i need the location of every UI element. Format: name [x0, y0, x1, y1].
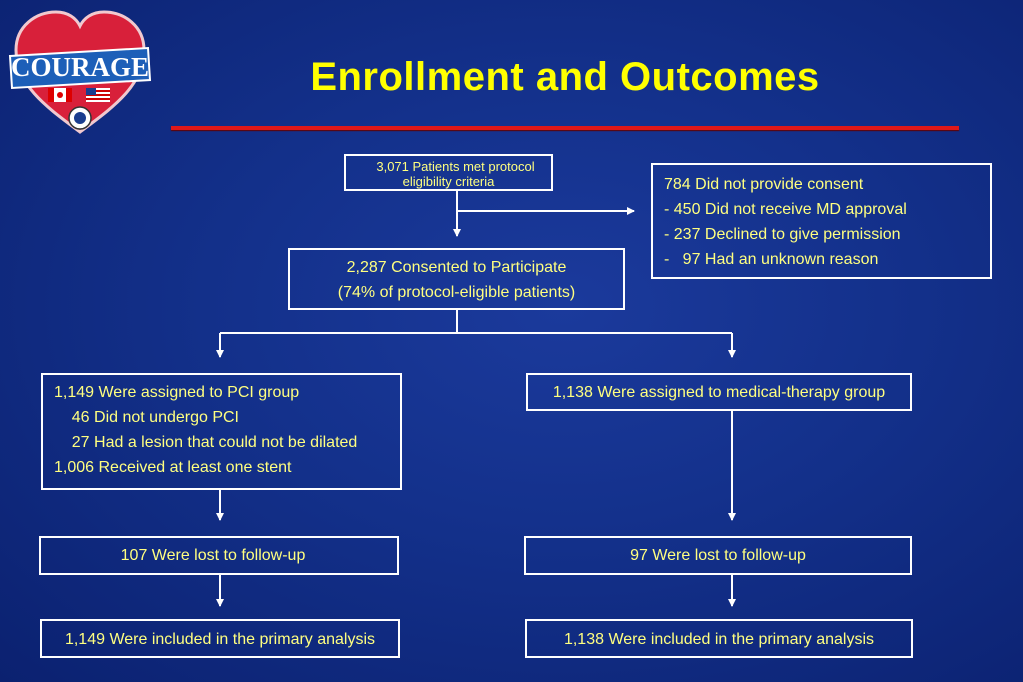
pci-lost-line: 107 Were lost to follow-up [120, 547, 306, 564]
eligible-patients-box: 3,071 Patients met protocol eligibility … [344, 154, 553, 191]
medical-therapy-box: 1,138 Were assigned to medical-therapy g… [526, 373, 912, 411]
excluded-box: 784 Did not provide consent - 450 Did no… [651, 163, 992, 279]
consented-box: 2,287 Consented to Participate (74% of p… [288, 248, 625, 310]
eligible-line-2: eligibility criteria [402, 174, 495, 189]
pci-line-1: 1,149 Were assigned to PCI group [54, 384, 300, 401]
pci-line-2: 46 Did not undergo PCI [54, 409, 239, 426]
pci-line-3: 27 Had a lesion that could not be dilate… [54, 434, 358, 451]
title-underline [171, 126, 959, 130]
pci-line-4: 1,006 Received at least one stent [54, 459, 292, 476]
canada-flag-icon [48, 88, 72, 102]
pci-primary-analysis-box: 1,149 Were included in the primary analy… [40, 619, 400, 658]
pci-group-box: 1,149 Were assigned to PCI group 46 Did … [41, 373, 402, 490]
usa-flag-icon [86, 88, 110, 102]
consented-line-2: (74% of protocol-eligible patients) [337, 284, 576, 301]
pci-analysis-line: 1,149 Were included in the primary analy… [64, 631, 376, 648]
pci-lost-followup-box: 107 Were lost to follow-up [39, 536, 399, 575]
med-primary-analysis-box: 1,138 Were included in the primary analy… [525, 619, 913, 658]
consented-line-1: 2,287 Consented to Participate [346, 259, 567, 276]
medical-line-1: 1,138 Were assigned to medical-therapy g… [552, 384, 886, 401]
logo-text: COURAGE [11, 52, 149, 82]
excluded-line-1: 784 Did not provide consent [664, 176, 864, 193]
slide-title: Enrollment and Outcomes [310, 55, 820, 99]
med-analysis-line: 1,138 Were included in the primary analy… [563, 631, 875, 648]
eligible-line-1: 3,071 Patients met protocol [376, 159, 535, 174]
med-lost-followup-box: 97 Were lost to follow-up [524, 536, 912, 575]
med-lost-line: 97 Were lost to follow-up [630, 547, 806, 564]
excluded-line-4: - 97 Had an unknown reason [664, 251, 879, 268]
excluded-line-2: - 450 Did not receive MD approval [664, 201, 907, 218]
va-seal-icon [68, 106, 92, 130]
courage-logo: COURAGE [8, 8, 153, 138]
banner-shape [8, 46, 152, 90]
excluded-line-3: - 237 Declined to give permission [664, 226, 901, 243]
